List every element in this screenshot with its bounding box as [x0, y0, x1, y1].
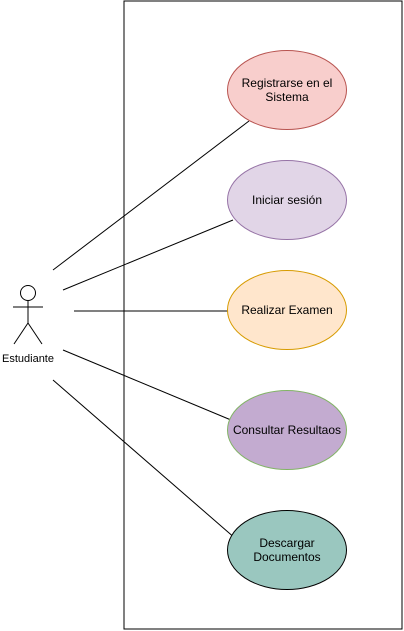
use-case-ellipse: [227, 390, 347, 470]
actor-head: [20, 285, 36, 301]
associations: [52, 120, 250, 540]
use-case-ellipse: [227, 270, 347, 350]
use-case-ellipse: [227, 510, 347, 590]
use-case-label: Sistema: [265, 90, 309, 104]
association-uc5: [52, 379, 237, 540]
use-case-label: Consultar Resultaos: [233, 423, 341, 437]
association-uc2: [62, 219, 234, 291]
use-case-4[interactable]: Consultar Resultaos: [227, 390, 347, 470]
use-case-ellipse: [227, 160, 347, 240]
association-uc1: [52, 120, 250, 271]
actor-label: Estudiante: [2, 353, 54, 365]
use-case-label: Realizar Examen: [241, 303, 332, 317]
actor-right-leg: [27, 322, 43, 345]
use-case-ellipse: [227, 50, 347, 130]
use-case-2[interactable]: Iniciar sesión: [227, 160, 347, 240]
association-uc4: [62, 349, 232, 421]
use-case-label: Documentos: [253, 550, 320, 564]
use-case-3[interactable]: Realizar Examen: [227, 270, 347, 350]
actor-estudiante[interactable]: [13, 285, 43, 345]
use-case-label: Descargar: [259, 536, 314, 550]
use-case-label: Iniciar sesión: [252, 193, 322, 207]
use-case-label: Registrarse en el: [242, 76, 333, 90]
actor-left-leg: [13, 322, 29, 345]
